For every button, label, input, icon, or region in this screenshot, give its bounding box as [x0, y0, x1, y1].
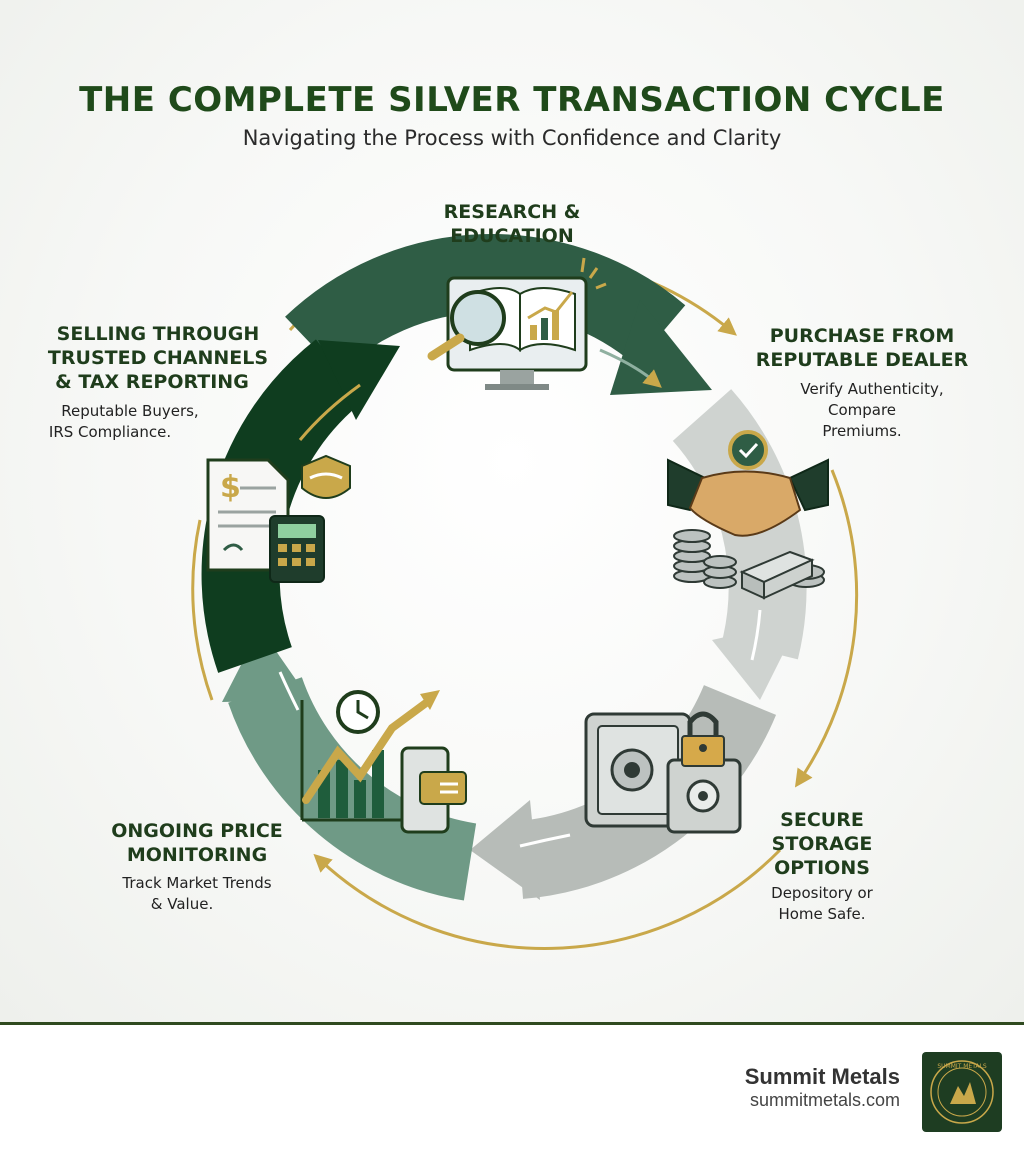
stage-label-purchase: PURCHASE FROM REPUTABLE DEALER Verify Au… — [756, 325, 969, 440]
stage-title-line: RESEARCH & — [444, 201, 581, 223]
page-title: THE COMPLETE SILVER TRANSACTION CYCLE — [79, 80, 945, 120]
outer-arrow-4 — [191, 519, 214, 701]
inner-arrow-5 — [298, 383, 361, 441]
cycle-diagram: $ RESEARCH & EDUCATION PURCHASE FROM REP… — [48, 201, 969, 950]
stage-desc-line: Home Safe. — [778, 905, 865, 923]
stage-label-storage: SECURE STORAGE OPTIONS Depository or Hom… — [771, 809, 874, 923]
summit-metals-logo: SUMMIT METALS — [922, 1052, 1002, 1132]
stage-title-line: REPUTABLE DEALER — [756, 349, 969, 371]
document-calculator-handshake-icon: $ — [206, 454, 351, 583]
logo-text: SUMMIT METALS — [937, 1063, 987, 1070]
segment-monitoring-head — [222, 628, 310, 702]
stage-desc-line: Verify Authenticity, — [800, 380, 943, 398]
stage-title-line: ONGOING PRICE — [111, 820, 283, 842]
stage-desc-line: & Value. — [151, 895, 213, 913]
stage-title-line: OPTIONS — [774, 857, 870, 879]
segment-storage-head — [470, 800, 540, 900]
stage-label-monitoring: ONGOING PRICE MONITORING Track Market Tr… — [111, 820, 283, 913]
trend-chart-phone-icon — [300, 690, 467, 834]
stage-title-line: PURCHASE FROM — [770, 325, 954, 347]
stage-title-line: TRUSTED CHANNELS — [48, 347, 268, 369]
stage-desc-line: IRS Compliance. — [49, 423, 171, 441]
segment-research — [285, 234, 686, 374]
safe-lock-icon — [584, 711, 742, 834]
page-subtitle: Navigating the Process with Confidence a… — [242, 126, 782, 150]
stage-title-line: SECURE — [780, 809, 864, 831]
inner-arrow-3 — [519, 833, 571, 848]
stage-title-line: EDUCATION — [450, 225, 573, 247]
stage-label-selling: SELLING THROUGH TRUSTED CHANNELS & TAX R… — [48, 323, 268, 441]
segment-purchase-head — [712, 620, 800, 700]
outer-arrow-2 — [794, 469, 859, 788]
stage-desc-line: Compare — [828, 401, 896, 419]
stage-title-line: STORAGE — [772, 833, 873, 855]
brand-url[interactable]: summitmetals.com — [749, 1090, 900, 1110]
stage-desc-line: Depository or — [771, 884, 874, 902]
stage-title-line: SELLING THROUGH — [57, 323, 260, 345]
stage-label-research: RESEARCH & EDUCATION — [444, 201, 581, 247]
inner-arrow-1 — [599, 348, 662, 388]
magnifier-book-monitor-icon — [427, 257, 607, 390]
segment-selling-head — [318, 340, 400, 420]
segment-research-head — [610, 300, 712, 395]
brand-name: Summit Metals — [744, 1064, 900, 1089]
inner-arrow-2 — [750, 609, 762, 661]
handshake-coins-bars-icon — [667, 430, 829, 600]
logo-emblem-icon: SUMMIT METALS — [930, 1060, 994, 1124]
footer-divider — [0, 1022, 1024, 1025]
inner-arrow-4 — [278, 671, 300, 711]
stage-title-line: & TAX REPORTING — [55, 371, 249, 393]
svg-text:$: $ — [220, 470, 241, 505]
stage-desc-line: Premiums. — [822, 422, 901, 440]
stage-desc-line: Track Market Trends — [121, 874, 271, 892]
stage-desc-line: Reputable Buyers, — [61, 402, 198, 420]
stage-title-line: MONITORING — [127, 844, 267, 866]
outer-arrow-3 — [313, 848, 782, 950]
